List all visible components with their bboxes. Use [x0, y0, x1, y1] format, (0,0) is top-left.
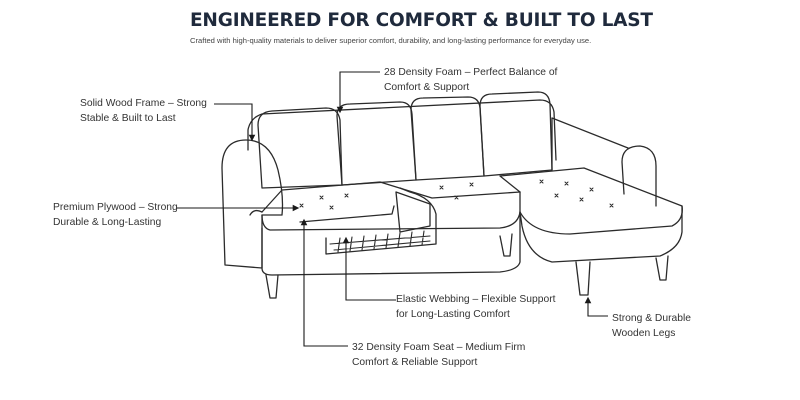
- sofa-back-frame: [247, 99, 557, 161]
- callout-line: Comfort & Reliable Support: [352, 357, 478, 368]
- callout-line: 32 Density Foam Seat – Medium Firm: [352, 342, 526, 353]
- page-title: ENGINEERED FOR COMFORT & BUILT TO LAST: [190, 10, 653, 31]
- back-cushion-4: [479, 91, 553, 177]
- callout-32-density-foam: 32 Density Foam Seat – Medium Firm Comfo…: [352, 340, 525, 370]
- callout-line: Stable & Built to Last: [80, 113, 176, 124]
- callout-elastic-webbing: Elastic Webbing – Flexible Support for L…: [396, 292, 556, 322]
- chaise-seat: [499, 167, 683, 235]
- leader-webbing: [342, 236, 396, 301]
- right-arm: [621, 145, 657, 207]
- leg-chaise-front: [575, 261, 591, 296]
- leader-32-foam: [300, 218, 348, 347]
- left-arm: [221, 139, 284, 269]
- back-cushion-2: [336, 101, 417, 186]
- seat-tufts: [299, 179, 614, 210]
- foam-block: [395, 191, 431, 233]
- callout-line: Elastic Webbing – Flexible Support: [396, 294, 556, 305]
- leader-28-foam: [336, 71, 380, 114]
- leg-left: [265, 274, 279, 299]
- cutaway-frame: [325, 187, 437, 255]
- callout-line: Wooden Legs: [612, 328, 676, 339]
- main-seat-front: [261, 191, 521, 231]
- callout-line: Premium Plywood – Strong: [53, 202, 178, 213]
- webbing: [329, 230, 431, 253]
- main-seat-top: [261, 181, 521, 213]
- leader-wood-frame: [214, 103, 256, 142]
- back-cushion-1: [257, 107, 343, 189]
- chaise-back: [551, 117, 629, 171]
- callout-line: 28 Density Foam – Perfect Balance of: [384, 67, 558, 78]
- callout-premium-plywood: Premium Plywood – Strong Durable & Long-…: [53, 200, 178, 230]
- plywood-board: [299, 205, 395, 223]
- callout-28-density-foam: 28 Density Foam – Perfect Balance of Com…: [384, 65, 557, 95]
- page-subtitle: Crafted with high-quality materials to d…: [190, 36, 592, 45]
- back-cushion-3: [410, 96, 485, 181]
- callout-line: Strong & Durable: [612, 313, 691, 324]
- leader-legs: [584, 296, 608, 317]
- callout-wooden-legs: Strong & Durable Wooden Legs: [612, 311, 691, 341]
- callout-line: Durable & Long-Lasting: [53, 217, 162, 228]
- callout-line: Comfort & Support: [384, 82, 470, 93]
- callout-line: Solid Wood Frame – Strong: [80, 98, 207, 109]
- leg-middle: [499, 233, 513, 257]
- callout-line: for Long-Lasting Comfort: [396, 309, 510, 320]
- leg-chaise-back: [655, 255, 669, 281]
- callout-solid-wood-frame: Solid Wood Frame – Strong Stable & Built…: [80, 96, 207, 126]
